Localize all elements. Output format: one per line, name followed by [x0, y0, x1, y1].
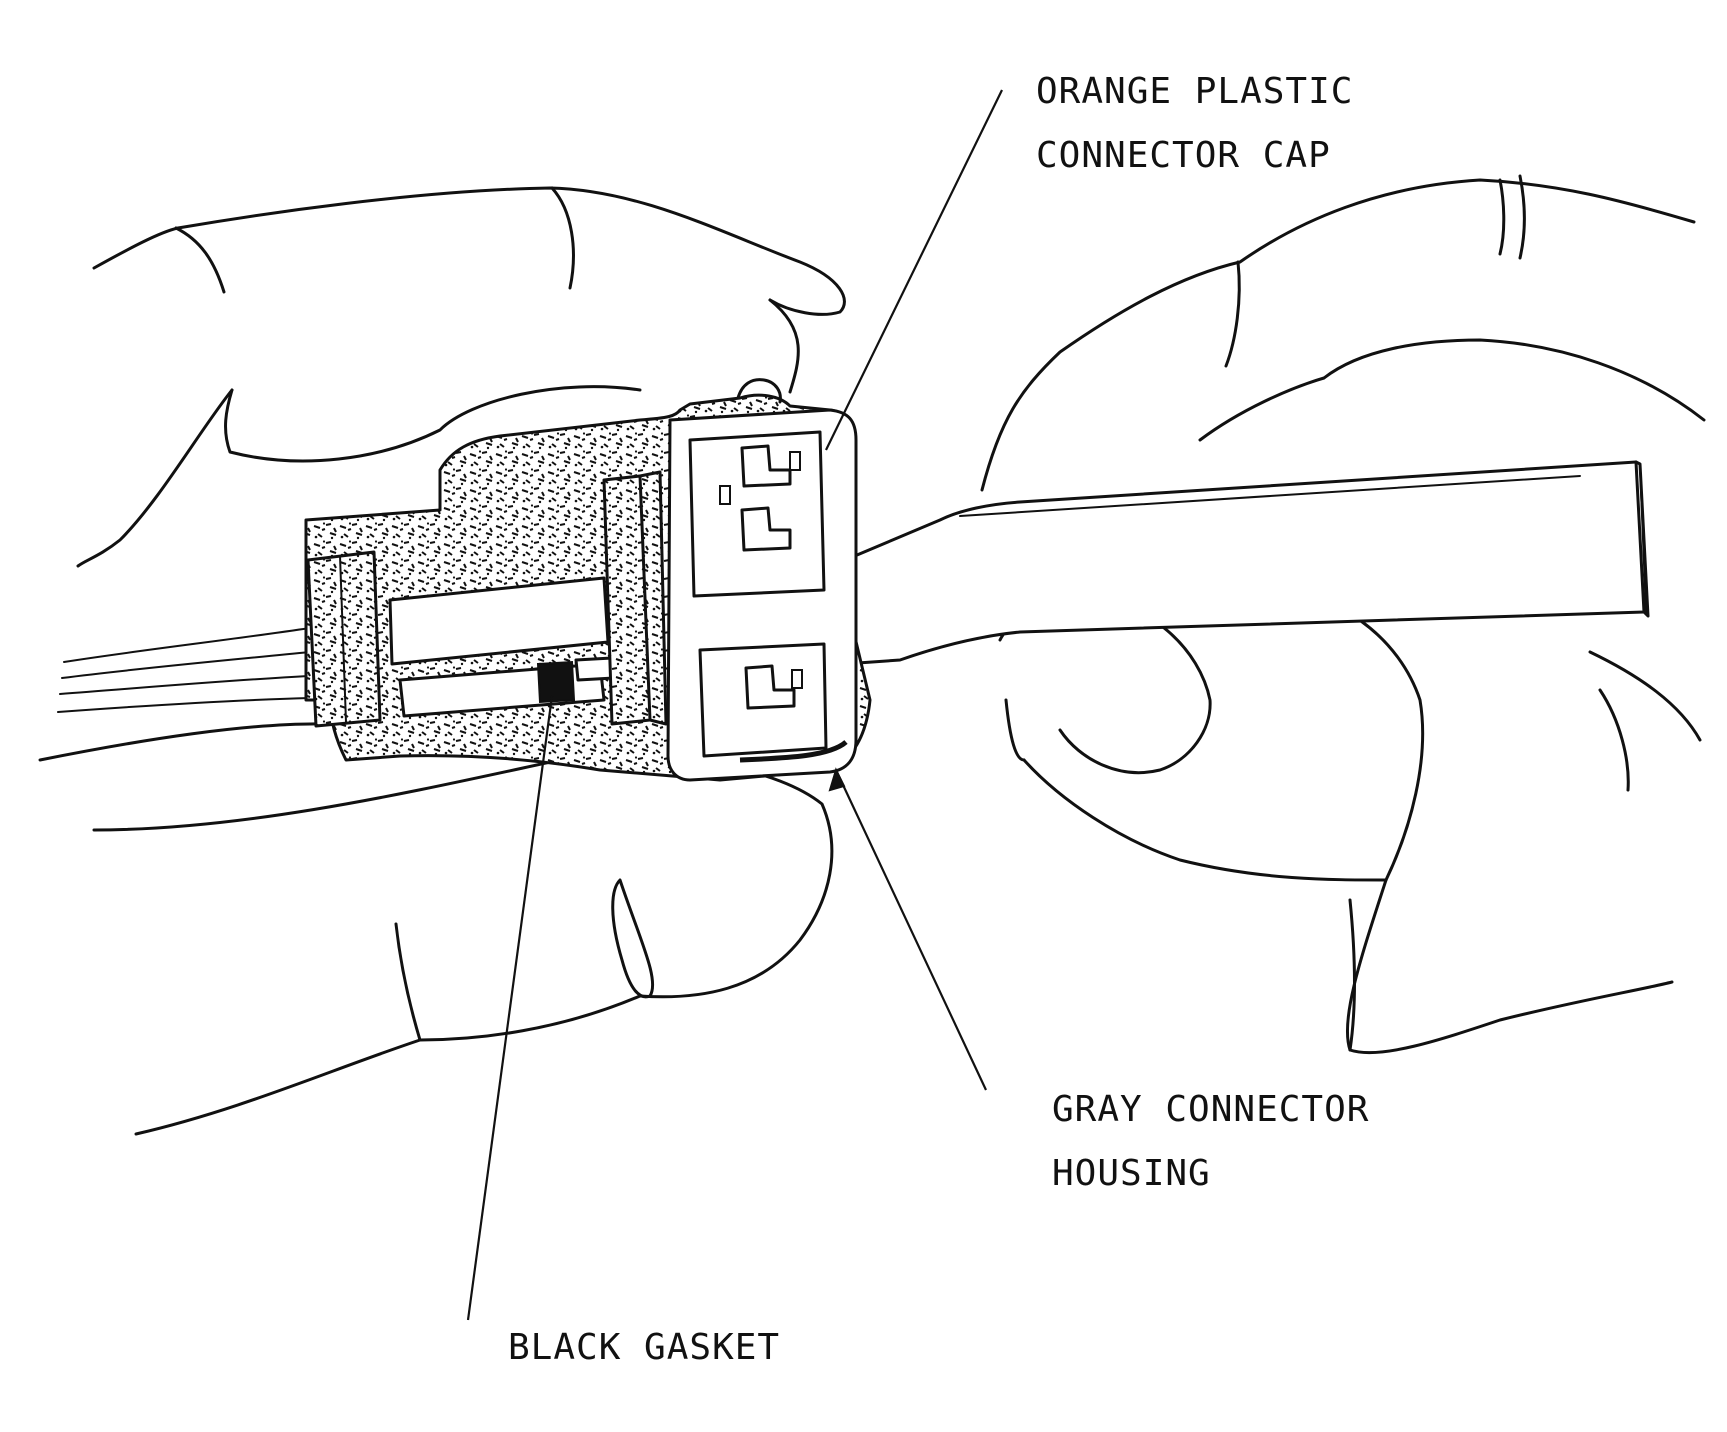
orange-cap-leader	[825, 89, 1003, 451]
orange-cap-label: ORANGE PLASTIC CONNECTOR CAP	[1036, 60, 1353, 188]
gray-housing-leader	[835, 769, 987, 1091]
right-hand-icon	[980, 174, 1706, 1055]
orange-cap-label-line1: ORANGE PLASTIC	[1036, 71, 1354, 112]
gray-housing-label-line2: HOUSING	[1052, 1153, 1211, 1194]
black-gasket-leader	[466, 695, 554, 1321]
gray-housing-arrow-icon	[828, 767, 846, 792]
pry-tool-icon	[658, 460, 1650, 678]
leader-lines	[466, 89, 1003, 1321]
wire-harness-icon	[57, 627, 311, 713]
gray-housing-label: GRAY CONNECTOR HOUSING	[1052, 1078, 1369, 1206]
black-gasket-label: BLACK GASKET	[508, 1316, 780, 1380]
gray-housing-label-line1: GRAY CONNECTOR	[1052, 1089, 1370, 1130]
black-gasket-label-line1: BLACK GASKET	[508, 1327, 781, 1368]
connector-icon	[304, 378, 872, 782]
left-hand-icon	[38, 186, 846, 1136]
orange-cap-label-line2: CONNECTOR CAP	[1036, 135, 1331, 176]
